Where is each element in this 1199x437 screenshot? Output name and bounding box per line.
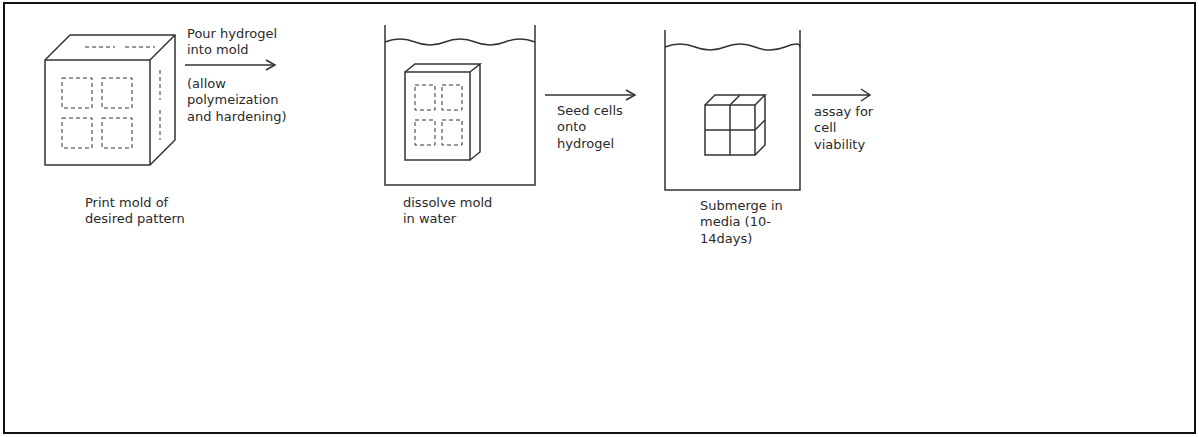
frame	[4, 3, 1195, 433]
step-caption: dissolve mold in water	[403, 195, 507, 228]
arrow	[812, 89, 870, 101]
mold-cube	[45, 35, 175, 165]
step-caption: Print mold of desired pattern	[85, 195, 185, 228]
arrow-label: Pour hydrogel into mold	[187, 26, 279, 59]
beaker	[385, 25, 535, 185]
beaker	[665, 30, 800, 190]
step-caption: Submerge in media (10-14days)	[700, 198, 802, 247]
process-arrow	[545, 94, 635, 96]
step-node: dissolve mold in water	[275, 25, 545, 234]
arrow-label: Seed cells onto hydrogel	[557, 103, 633, 152]
step-node: Print mold of desired pattern	[35, 25, 185, 234]
process-arrow	[185, 64, 275, 66]
step-node: Submerge in media (10-14days)	[635, 25, 805, 253]
note-label: assay for cell viability	[814, 104, 886, 153]
note-label: (allow polymeization and hardening)	[187, 76, 287, 125]
